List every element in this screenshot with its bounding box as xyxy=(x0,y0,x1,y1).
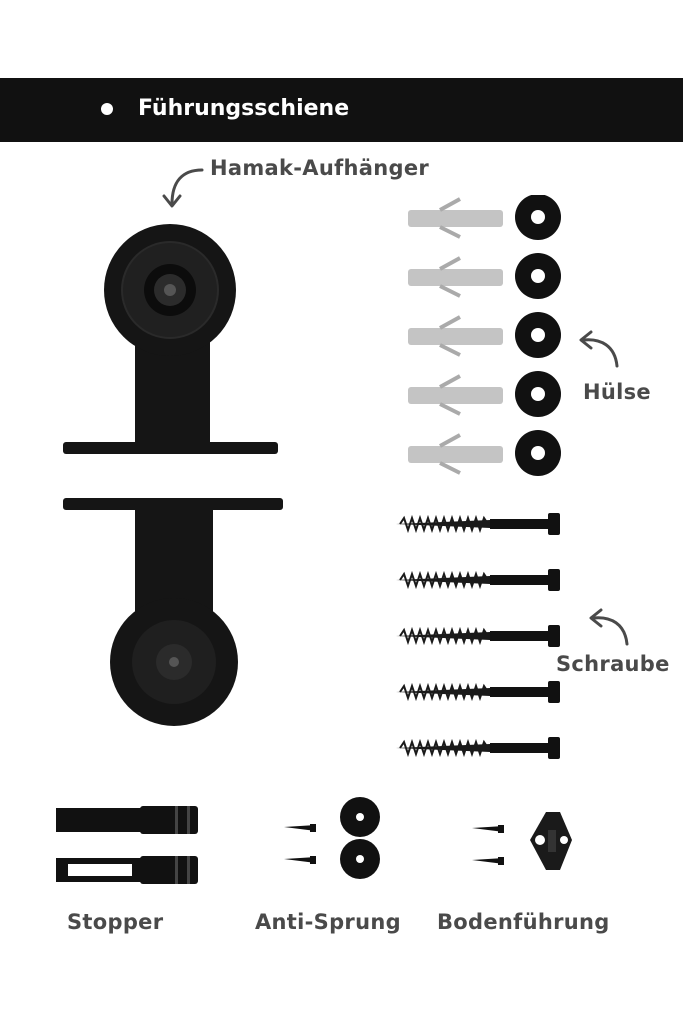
hanger-top-image xyxy=(63,224,278,454)
floor-guide-image xyxy=(472,812,572,870)
anchor-row-3 xyxy=(408,312,561,358)
curved-arrow-icon xyxy=(162,168,204,208)
screw-set xyxy=(396,513,560,759)
curved-arrow-icon xyxy=(589,608,629,646)
screw-5 xyxy=(396,737,560,759)
anchor-row-1 xyxy=(408,195,561,240)
rail-hole xyxy=(101,103,113,115)
floor-guide-label: Bodenführung xyxy=(437,910,610,934)
screw-label: Schraube xyxy=(556,652,670,676)
anchor-row-5 xyxy=(408,430,561,476)
screw-4 xyxy=(396,681,560,703)
stopper-label: Stopper xyxy=(67,910,164,934)
curved-arrow-icon xyxy=(579,330,619,368)
screw-1 xyxy=(396,513,560,535)
stopper-image xyxy=(56,806,198,884)
sleeve-label: Hülse xyxy=(583,380,651,404)
hanger-label: Hamak-Aufhänger xyxy=(210,156,430,180)
guide-rail xyxy=(0,78,683,142)
anchor-row-2 xyxy=(408,253,561,299)
rail-label: Führungsschiene xyxy=(138,96,350,121)
anti-jump-label: Anti-Sprung xyxy=(255,910,401,934)
anti-jump-image xyxy=(284,797,380,879)
screw-2 xyxy=(396,569,560,591)
hanger-bottom-image xyxy=(63,498,283,726)
anchor-washer-set xyxy=(408,195,561,476)
anchor-row-4 xyxy=(408,371,561,417)
screw-3 xyxy=(396,625,560,647)
